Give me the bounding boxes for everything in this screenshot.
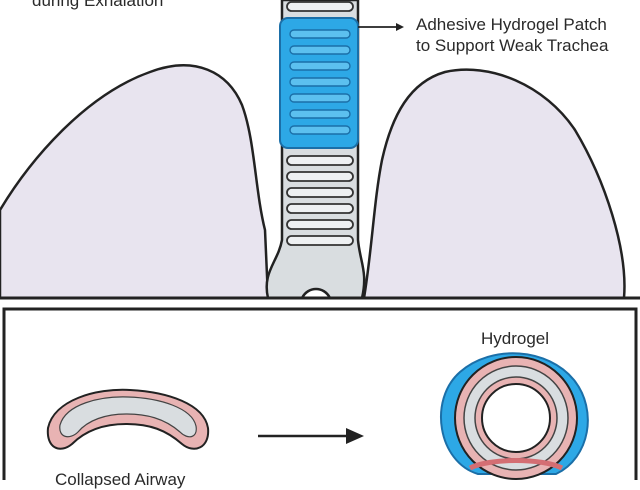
- supported-airway: [440, 352, 589, 480]
- patch-label-line1: Adhesive Hydrogel Patch: [416, 15, 607, 34]
- collapsed-airway: [46, 388, 210, 450]
- patch-label-line2: to Support Weak Trachea: [416, 36, 609, 55]
- trachea-rings: [286, 1, 354, 246]
- left-lung: [0, 64, 270, 300]
- trachea-support-diagram: [0, 0, 640, 480]
- patch-leader-arrow: [358, 23, 404, 31]
- patch-label: Adhesive Hydrogel Patch to Support Weak …: [416, 14, 608, 56]
- top-caption: during Exhalation: [32, 0, 164, 10]
- hydrogel-label: Hydrogel: [481, 329, 550, 348]
- transition-arrow: [258, 428, 364, 444]
- right-lung: [362, 68, 626, 300]
- hydrogel-patch: [279, 17, 359, 149]
